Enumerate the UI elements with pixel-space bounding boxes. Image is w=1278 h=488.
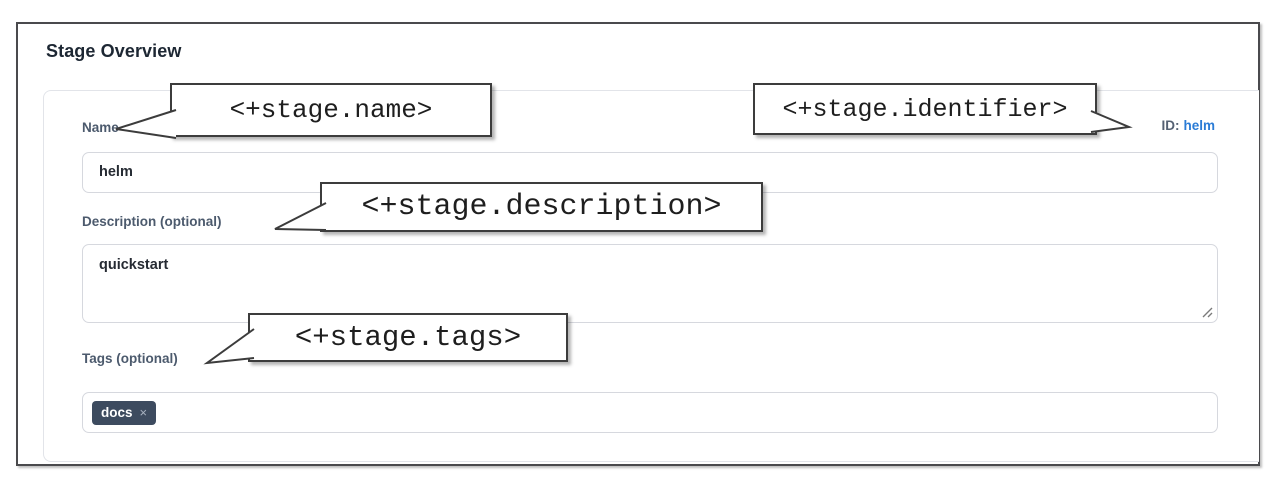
tag-chip-label: docs bbox=[101, 405, 133, 420]
description-field-label: Description (optional) bbox=[82, 214, 222, 229]
description-value: quickstart bbox=[99, 257, 169, 273]
callout-stage-name: <+stage.name> bbox=[170, 83, 492, 137]
id-value: helm bbox=[1183, 118, 1215, 133]
stage-id-line: ID:helm bbox=[1161, 118, 1215, 133]
callout-stage-description: <+stage.description> bbox=[320, 182, 763, 232]
page-title: Stage Overview bbox=[46, 41, 182, 61]
callout-stage-identifier: <+stage.identifier> bbox=[753, 83, 1097, 135]
tags-field-label: Tags (optional) bbox=[82, 351, 178, 366]
id-label: ID: bbox=[1161, 118, 1180, 133]
tag-remove-icon[interactable]: × bbox=[139, 405, 148, 420]
tags-input[interactable]: docs × bbox=[82, 392, 1218, 433]
callout-stage-tags: <+stage.tags> bbox=[248, 313, 568, 362]
tag-chip-docs[interactable]: docs × bbox=[92, 401, 157, 425]
description-textarea[interactable]: quickstart bbox=[82, 244, 1218, 323]
name-field-label: Name bbox=[82, 120, 119, 135]
resize-handle-icon[interactable] bbox=[1201, 306, 1213, 318]
